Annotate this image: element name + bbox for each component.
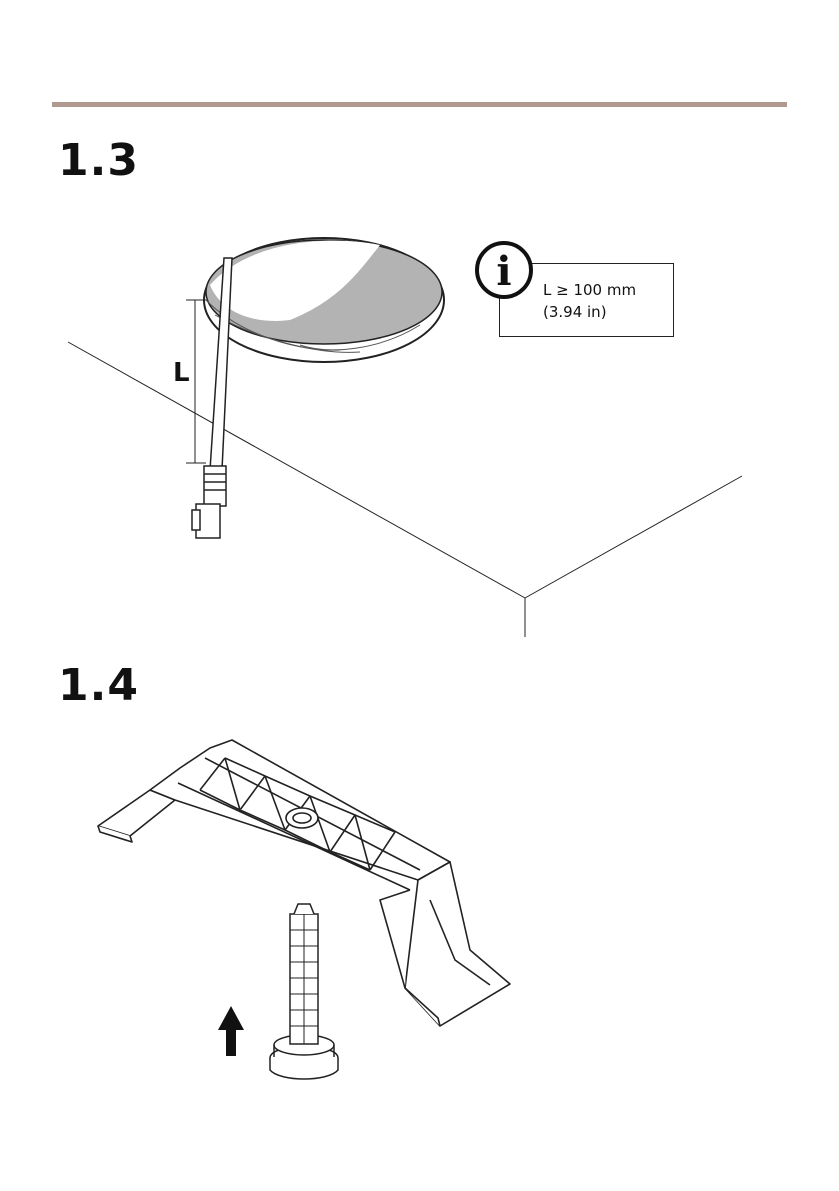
step-number-1-4: 1.4: [58, 660, 139, 711]
info-note-text: L ≥ 100 mm (3.94 in): [543, 279, 636, 323]
info-line-1: L ≥ 100 mm: [543, 279, 636, 301]
info-line-2: (3.94 in): [543, 301, 636, 323]
screw-anchor: [270, 904, 338, 1079]
info-icon: i: [475, 241, 533, 299]
dimension-label-l: L: [173, 358, 190, 388]
ceiling-surface: [68, 342, 742, 637]
header-rule: [52, 102, 787, 107]
bracket-screw-illustration: [0, 730, 839, 1110]
cable-length-illustration: [0, 215, 839, 645]
ceiling-hole: [204, 238, 444, 362]
up-arrow-icon: [218, 1006, 244, 1056]
step-number-1-3: 1.3: [58, 135, 139, 186]
